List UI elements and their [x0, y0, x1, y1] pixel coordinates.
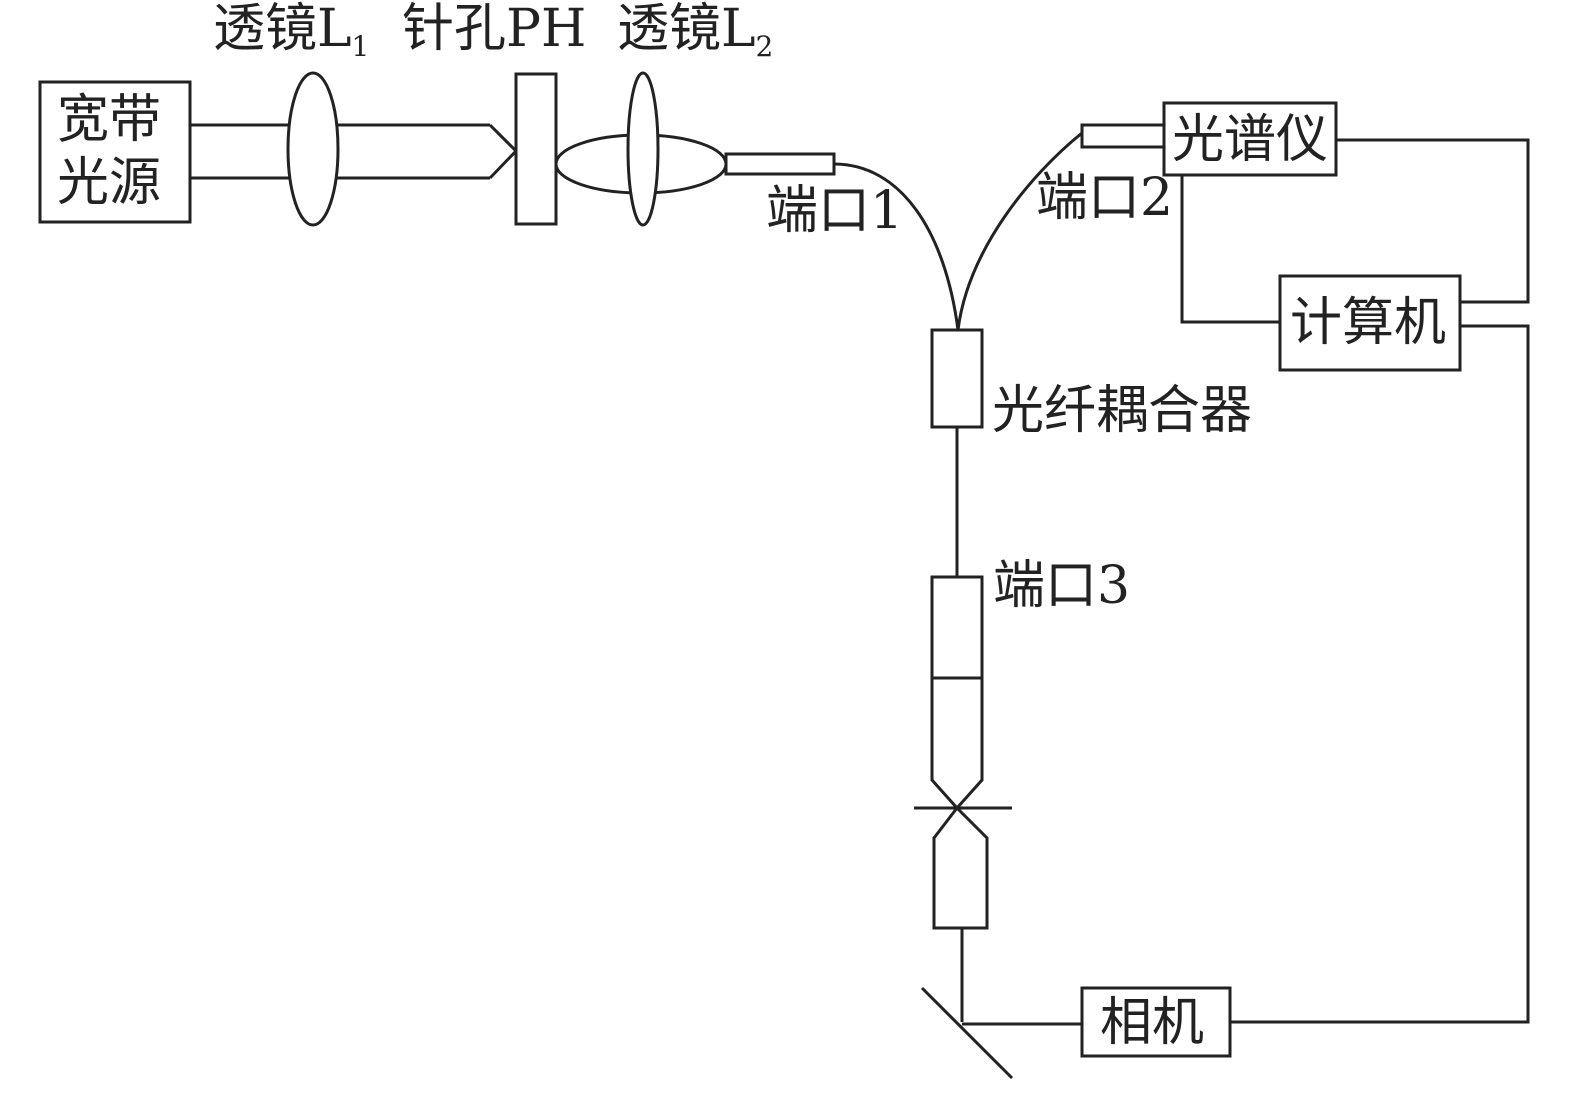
wire-computer-camera	[1230, 324, 1530, 1024]
lens-l2	[626, 71, 660, 227]
mirror	[920, 986, 1014, 1080]
computer-label: 计算机	[1290, 293, 1446, 353]
lens-l2-label: 透镜L2	[617, 0, 773, 63]
beam-focus	[488, 123, 519, 180]
spectrometer-label: 光谱仪	[1172, 110, 1328, 170]
port3-assembly	[914, 575, 1012, 930]
source-label-line2: 光源	[57, 153, 161, 213]
source-label-line1: 宽带	[57, 90, 161, 150]
computer	[1278, 274, 1462, 372]
coupler-label: 光纤耦合器	[992, 381, 1252, 441]
port2-label: 端口2	[1036, 168, 1173, 228]
port3-label: 端口3	[993, 556, 1130, 616]
wire-spectrometer-right	[1336, 138, 1530, 304]
port1-connector	[724, 152, 836, 176]
port1-label: 端口1	[766, 181, 903, 241]
camera	[1080, 986, 1232, 1058]
wire-spectrometer-computer	[1180, 175, 1280, 324]
port2-connector	[1080, 123, 1166, 149]
fiber-port1	[833, 162, 960, 331]
pinhole	[514, 72, 558, 226]
lens-l1	[286, 71, 340, 227]
fiber-coupler	[930, 328, 984, 429]
pinhole-label: 针孔PH	[402, 0, 586, 59]
broadband-source: 宽带 光源	[38, 80, 192, 224]
fiber-port2	[956, 131, 1083, 331]
lens-l1-label: 透镜L1	[213, 0, 369, 63]
camera-label: 相机	[1100, 993, 1204, 1053]
